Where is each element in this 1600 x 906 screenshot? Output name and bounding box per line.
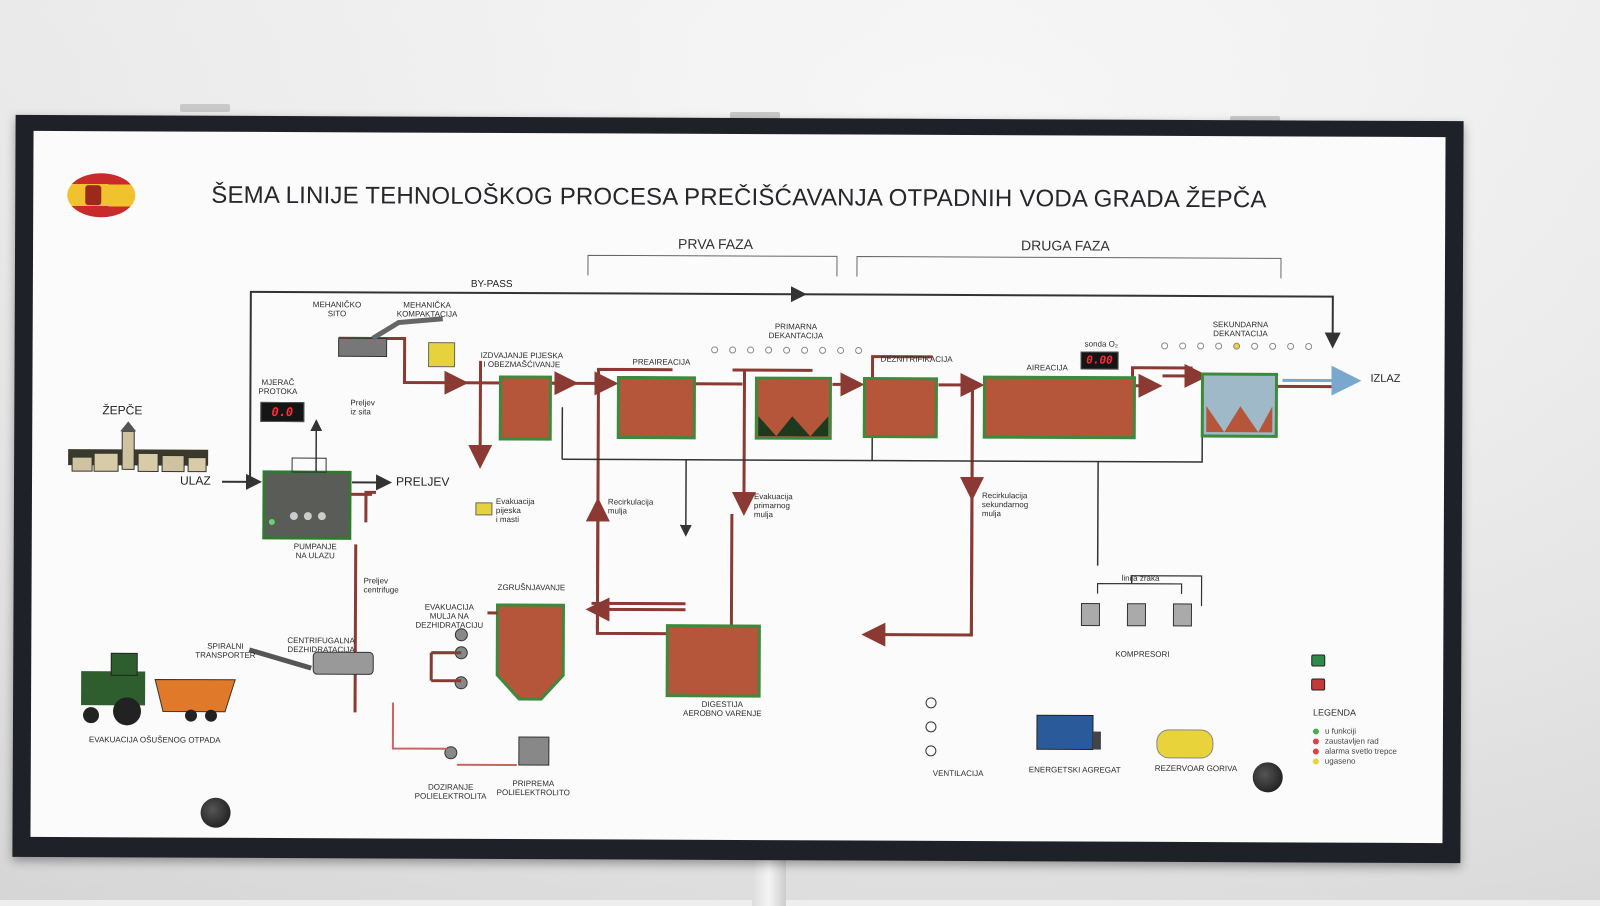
fuel-tank xyxy=(1157,730,1213,758)
compressors-label: KOMPRESORI xyxy=(1115,650,1169,659)
board-frame: ŠEMA LINIJE TEHNOLOŠKOG PROCESA PREČIŠĆA… xyxy=(12,115,1463,863)
screen-overflow-label: Preljev iz sita xyxy=(350,398,375,416)
grit-label: IZDVAJANJE PIJESKA I OBEZMAŠĆIVANJE xyxy=(481,351,564,369)
overflow-label: PRELJEV xyxy=(396,475,449,489)
primary-label: PRIMARNA DEKANTACIJA xyxy=(769,322,824,340)
ventilation-label: VENTILACIJA xyxy=(933,769,984,778)
screen-label: MEHANIČKO SITO xyxy=(313,300,362,318)
secondary-decantation-tank xyxy=(1202,374,1276,436)
inlet-pumping-label: PUMPANJE NA ULAZU xyxy=(294,542,337,560)
poly-prep-label: PRIPREMA POLIELEKTROLITO xyxy=(497,779,570,797)
energy-generator xyxy=(1037,715,1101,749)
bypass-label: BY-PASS xyxy=(471,279,513,290)
secondary-valve-indicators xyxy=(1162,343,1312,350)
wall-clip xyxy=(180,104,230,112)
legend-item: alarma svetlo trepce xyxy=(1313,747,1397,756)
aeration-label: AIREACIJA xyxy=(1027,363,1068,372)
secondary-label: SEKUNDARNA DEKANTACIJA xyxy=(1213,320,1269,338)
phase-brackets xyxy=(588,255,1281,278)
sludge-recirc-label: Recirkulacija mulja xyxy=(608,497,653,515)
generator-label: ENERGETSKI AGREGAT xyxy=(1029,765,1121,774)
thickening-label: ZGRUŠNJAVANJE xyxy=(498,583,566,592)
grit-bin-icon xyxy=(476,503,492,515)
preaeration-tank xyxy=(618,377,694,437)
oxygen-display: 0.00 xyxy=(1081,351,1119,369)
grit-removal-tank xyxy=(500,377,550,439)
denitrification-label: DEZNITRIFIKACIJA xyxy=(881,355,953,364)
legend-dot-icon xyxy=(1313,748,1319,754)
polyelectrolyte-unit xyxy=(445,737,549,765)
secondary-recirc-label: Recirkulacija sekundarnog mulja xyxy=(982,491,1028,518)
inlet-label: ULAZ xyxy=(180,474,211,488)
ventilation-fans xyxy=(926,698,936,756)
dewater-evac-label: EVAKUACIJA MULJA NA DEZHIDRATACIJU xyxy=(415,603,483,630)
flow-meter-label: MJERAČ PROTOKA xyxy=(258,378,297,396)
fuel-tank-label: REZERVOAR GORIVA xyxy=(1155,764,1237,773)
digestion-tank xyxy=(667,626,759,696)
legend-item: ugaseno xyxy=(1313,757,1356,766)
primary-valve-indicators xyxy=(712,347,862,354)
oxygen-probe-label: sonda O₂ xyxy=(1085,340,1118,349)
dry-waste-label: EVAKUACIJA OŠUŠENOG OTPADA xyxy=(89,735,221,745)
town-illustration xyxy=(68,421,208,472)
mechanical-screen xyxy=(339,318,455,367)
centrifuge-label: CENTRIFUGALNA DEZHIDRATACIJA xyxy=(287,636,355,654)
process-diagram xyxy=(30,131,1445,843)
legend-dot-icon xyxy=(1313,758,1319,764)
flow-meter-display: 0.0 xyxy=(260,402,304,422)
legend-title: LEGENDA xyxy=(1313,709,1356,718)
centrifuge-overflow-label: Preljev centrifuge xyxy=(364,576,399,594)
poly-dosing-label: DOZIRANJE POLIELEKTROLITA xyxy=(415,783,487,801)
mounting-knob xyxy=(1253,762,1283,792)
compressors xyxy=(1081,603,1191,625)
denitrification-tank xyxy=(864,379,936,437)
inlet-pumping-station xyxy=(264,458,350,538)
mounting-knob xyxy=(201,798,231,828)
outlet-label: IZLAZ xyxy=(1370,373,1400,385)
legend-item: zaustavljen rad xyxy=(1313,737,1379,746)
primary-decantation-tank xyxy=(756,378,830,438)
legend-item: u funkciji xyxy=(1313,727,1356,736)
compaction-label: MEHANIČKA KOMPAKTACIJA xyxy=(397,301,458,319)
schematic-board: ŠEMA LINIJE TEHNOLOŠKOG PROCESA PREČIŠĆA… xyxy=(30,131,1445,843)
start-button[interactable] xyxy=(1311,655,1325,667)
legend-dot-icon xyxy=(1313,728,1319,734)
aeration-tank xyxy=(984,377,1134,438)
air-line-label: linija zraka xyxy=(1122,574,1160,583)
thickening-tank xyxy=(497,605,563,699)
spiral-label: SPIRALNI TRANSPORTER xyxy=(195,642,255,660)
digestion-label: DIGESTIJA AEROBNO VARENJE xyxy=(683,700,762,718)
stop-button[interactable] xyxy=(1311,679,1325,691)
grit-evac-label: Evakuacija pijeska i masti xyxy=(496,497,535,524)
preaeration-label: PREAIREACIJA xyxy=(633,358,691,367)
primary-sludge-evac-label: Evakuacija primarnog mulja xyxy=(754,492,793,519)
tractor-illustration xyxy=(81,653,235,726)
town-label: ŽEPČE xyxy=(102,403,142,417)
legend-dot-icon xyxy=(1313,738,1319,744)
